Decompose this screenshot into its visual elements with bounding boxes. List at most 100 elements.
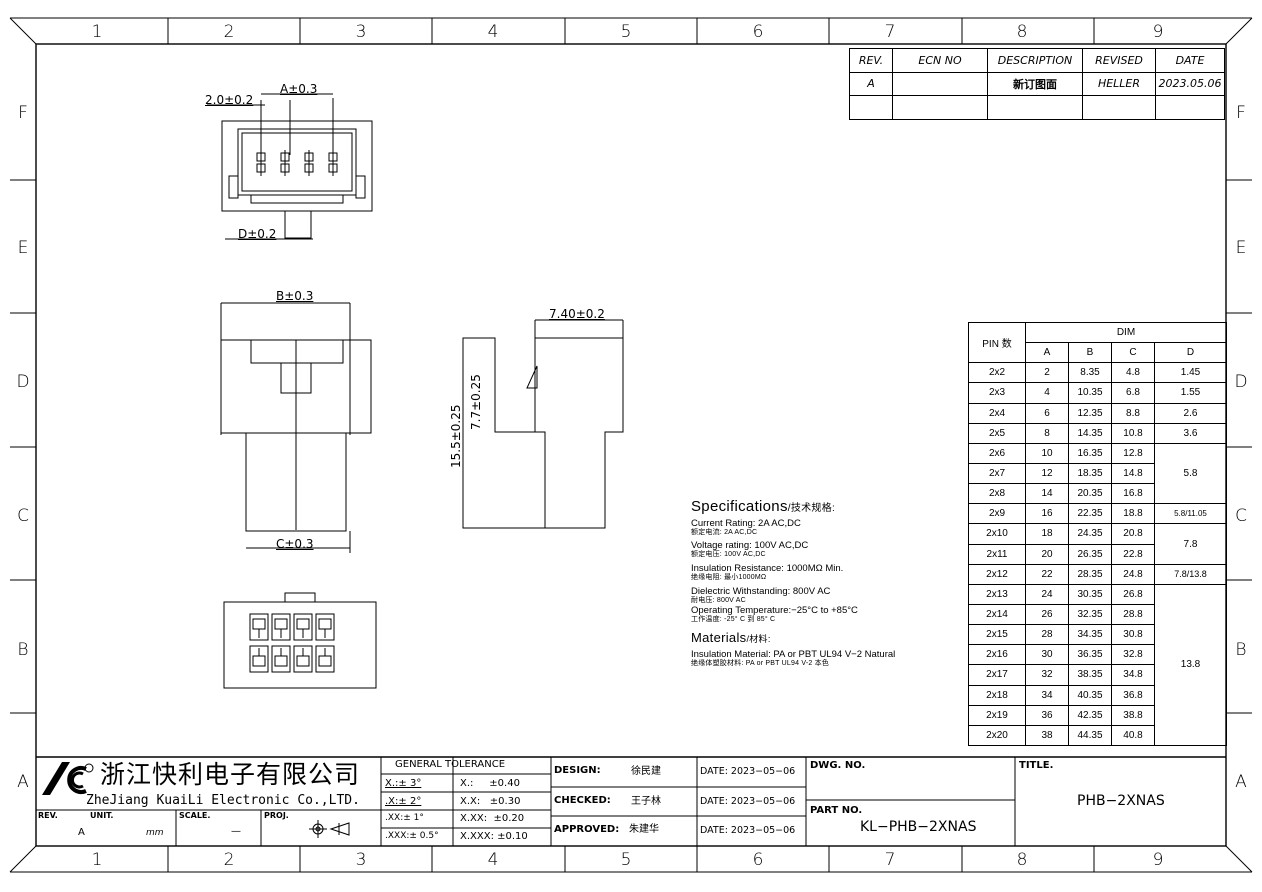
dim-c-label: C±0.3 [276, 537, 314, 551]
dwg-no-label: DWG. NO. [810, 760, 866, 771]
zone-row-a-right: A [1235, 772, 1247, 792]
zone-row-f-left: F [18, 103, 28, 123]
table-cell-merged: 13.8 [1154, 583, 1227, 747]
unit-value: mm [146, 828, 164, 838]
proj-label: PROJ. [264, 811, 289, 820]
spec-current-en: Current Rating: 2A AC,DC [691, 518, 801, 529]
tolerance-linear-3: X.XXX: ±0.10 [460, 831, 528, 842]
tolerance-linear-1: X.X: ±0.30 [460, 796, 521, 807]
zone-row-e-right: E [1235, 238, 1247, 258]
zone-col-3-top: 3 [355, 22, 367, 42]
design-label: DESIGN: [554, 765, 601, 776]
zone-col-6-top: 6 [752, 22, 764, 42]
zone-col-4-bottom: 4 [487, 850, 499, 870]
zone-row-c-left: C [17, 506, 29, 526]
checked-date: DATE: 2023−05−06 [700, 796, 796, 807]
company-logo-icon [42, 762, 94, 795]
table-cell: 44.35 [1068, 724, 1112, 747]
tolerance-title: GENERAL TOLERANCE [395, 759, 506, 770]
drawing-title: PHB−2XNAS [1077, 793, 1165, 809]
zone-row-d-right: D [1234, 372, 1248, 392]
zone-row-c-right: C [1235, 506, 1247, 526]
rev-row-ecn [892, 71, 988, 97]
spec-voltage-en: Voltage rating: 100V AC,DC [691, 540, 809, 551]
spec-temperature-cn: 工作温度: -25° C 到 85° C [691, 616, 776, 623]
rev-header-date: DATE [1155, 48, 1225, 73]
table-cell: 22.8 [1111, 543, 1155, 565]
rev-header-description: DESCRIPTION [987, 48, 1083, 73]
company-name-en: ZheJiang KuaiLi Electronic Co.,LTD. [86, 793, 360, 808]
specs-heading: Specifications/技术规格: [691, 498, 836, 515]
zone-col-5-top: 5 [620, 22, 632, 42]
zone-row-e-left: E [17, 238, 29, 258]
design-date: DATE: 2023−05−06 [700, 766, 796, 777]
zone-row-f-right: F [1236, 103, 1246, 123]
approved-label: APPROVED: [554, 824, 620, 835]
zone-col-9-top: 9 [1152, 22, 1164, 42]
part-no-label: PART NO. [810, 805, 863, 816]
table-cell-merged: 7.8 [1154, 523, 1227, 565]
spec-current-cn: 额定电流: 2A AC,DC [691, 529, 758, 536]
unit-label: UNIT. [90, 811, 114, 820]
zone-col-8-top: 8 [1016, 22, 1028, 42]
zone-row-b-left: B [17, 640, 29, 660]
rev-header-ecn: ECN NO [892, 48, 988, 73]
table-cell: 7.8/13.8 [1154, 563, 1227, 585]
approved-date: DATE: 2023−05−06 [700, 825, 796, 836]
spec-temperature-en: Operating Temperature:−25°C to +85°C [691, 605, 858, 616]
spec-voltage-cn: 额定电压: 100V AC,DC [691, 551, 766, 558]
table-cell: 40.8 [1111, 724, 1155, 747]
company-name-cn: 浙江快利电子有限公司 [100, 760, 361, 789]
spec-insulation-en: Insulation Resistance: 1000MΩ Min. [691, 563, 844, 574]
bottom-view-drawing [223, 592, 377, 689]
zone-col-8-bottom: 8 [1016, 850, 1028, 870]
approved-name: 朱建华 [629, 824, 659, 835]
tolerance-angle-0: X.:± 3° [385, 778, 422, 789]
tolerance-angle-3: .XXX:± 0.5° [385, 831, 439, 841]
dim-depth-label: 7.40±0.2 [549, 307, 605, 321]
zone-col-6-bottom: 6 [752, 850, 764, 870]
materials-heading: Materials/材料: [691, 630, 771, 645]
zone-row-a-left: A [17, 772, 29, 792]
zone-col-4-top: 4 [487, 22, 499, 42]
design-name: 徐民建 [631, 766, 661, 777]
scale-label: SCALE. [179, 811, 211, 820]
table-cell: 36.8 [1111, 684, 1155, 706]
dim-d-label: D±0.2 [238, 227, 277, 241]
specifications-block: Specifications/技术规格: Current Rating: 2A … [691, 498, 895, 668]
rev-row-description: 新订图面 [987, 71, 1083, 97]
tolerance-linear-2: X.XX: ±0.20 [460, 813, 525, 824]
checked-name: 王子林 [631, 796, 661, 807]
dim-pitch-label: 2.0±0.2 [205, 93, 254, 107]
projection-symbol-icon [309, 820, 350, 838]
tolerance-linear-0: X.: ±0.40 [460, 778, 520, 789]
zone-col-3-bottom: 3 [355, 850, 367, 870]
dim-b-label: B±0.3 [276, 289, 314, 303]
material-en: Insulation Material: PA or PBT UL94 V−2 … [691, 649, 896, 660]
zone-row-d-left: D [16, 372, 30, 392]
spec-insulation-cn: 绝缘电阻: 最小1000MΩ [691, 574, 767, 581]
zone-col-1-bottom: 1 [91, 850, 103, 870]
scale-value: — [231, 826, 241, 837]
part-no-value: KL−PHB−2XNAS [860, 819, 977, 835]
rev-value: A [78, 827, 85, 838]
tolerance-angle-1: .X:± 2° [385, 796, 422, 807]
side-view-drawing [462, 319, 624, 529]
spec-dielectric-cn: 耐电压: 800V AC [691, 597, 746, 604]
zone-col-2-top: 2 [223, 22, 235, 42]
spec-dielectric-en: Dielectric Withstanding: 800V AC [691, 586, 831, 597]
zone-row-b-right: B [1235, 640, 1247, 660]
zone-col-2-bottom: 2 [223, 850, 235, 870]
